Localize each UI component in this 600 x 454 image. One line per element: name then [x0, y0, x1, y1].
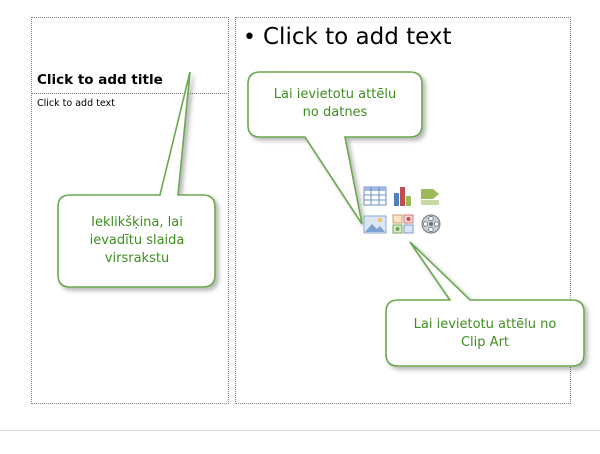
callout-line: no datnes: [302, 105, 368, 120]
callout-insert-from-file: Lai ievietotu attēlu no datnes: [252, 86, 418, 122]
callout-line: Lai ievietotu attēlu no: [413, 317, 557, 332]
content-text-placeholder[interactable]: Click to add text: [263, 24, 452, 50]
callout-line: virsrakstu: [104, 251, 170, 266]
callout-line: Ieklikšķina, lai: [91, 215, 183, 230]
bottom-divider: [0, 430, 600, 431]
left-text-placeholder[interactable]: [31, 17, 229, 404]
media-clip-icon[interactable]: [419, 213, 443, 235]
callout-insert-from-file-shape: [247, 71, 423, 225]
clip-art-icon[interactable]: [391, 213, 415, 235]
title-placeholder[interactable]: Click to add title: [37, 72, 163, 88]
bullet-glyph: •: [243, 25, 256, 50]
picture-from-file-icon[interactable]: [363, 213, 387, 235]
table-icon[interactable]: [363, 185, 387, 207]
small-text-placeholder[interactable]: Click to add text: [37, 98, 115, 109]
callout-clip-art-shape: [385, 241, 585, 367]
callout-add-title: Ieklikšķina, lai ievadītu slaida virsrak…: [62, 214, 212, 268]
callout-line: ievadītu slaida: [89, 233, 185, 248]
content-icon-grid: [363, 185, 447, 237]
callout-line: Lai ievietotu attēlu: [273, 87, 397, 102]
title-divider: [31, 93, 229, 94]
chart-icon[interactable]: [391, 185, 415, 207]
content-placeholder[interactable]: [235, 17, 571, 404]
callout-add-title-shape: [57, 71, 216, 288]
smartart-icon[interactable]: [419, 185, 443, 207]
callout-line: Clip Art: [460, 335, 510, 350]
callout-insert-clip-art: Lai ievietotu attēlu no Clip Art: [390, 316, 580, 352]
